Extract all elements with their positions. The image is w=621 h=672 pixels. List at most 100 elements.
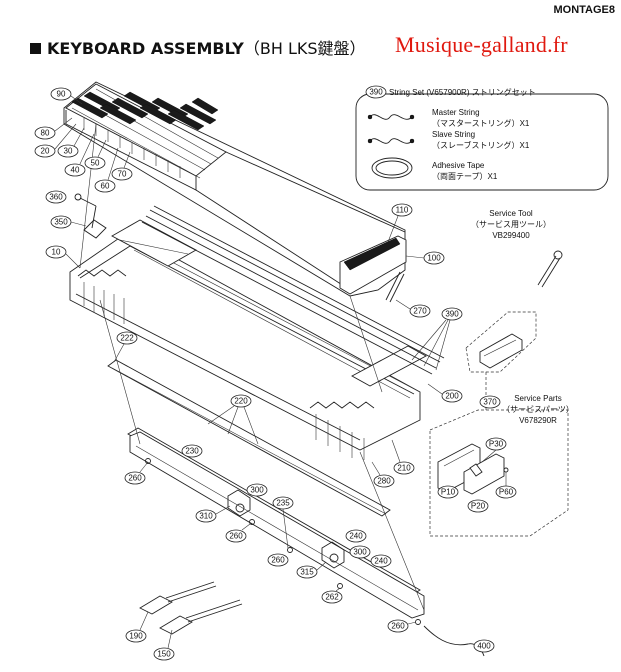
service-tool-label: Service Tool （サービス用ツール） VB299400 <box>471 209 551 240</box>
callout-240: 240 <box>370 554 392 568</box>
callout-150: 150 <box>153 647 175 661</box>
service-parts-line1: Service Parts <box>514 394 562 403</box>
svg-text:60: 60 <box>101 182 110 191</box>
svg-text:260: 260 <box>391 622 405 631</box>
callout-360: 360 <box>45 190 67 204</box>
service-tool-line2: （サービス用ツール） <box>471 220 551 229</box>
callout-400: 400 <box>473 639 495 653</box>
callout-260b: 260 <box>225 529 247 543</box>
svg-text:210: 210 <box>397 464 411 473</box>
callout-p10: P10 <box>441 488 456 497</box>
svg-text:260: 260 <box>271 556 285 565</box>
callout-20: 20 <box>34 144 56 158</box>
svg-text:80: 80 <box>41 129 50 138</box>
svg-text:110: 110 <box>396 206 409 215</box>
part-p30 <box>469 463 483 477</box>
slave-string-name: Slave String <box>432 130 475 139</box>
callout-200: 200 <box>441 389 463 403</box>
svg-text:300: 300 <box>250 486 264 495</box>
callout-40: 40 <box>64 163 86 177</box>
master-string-name: Master String <box>432 108 480 117</box>
svg-text:222: 222 <box>120 334 134 343</box>
callout-300a: 300 <box>246 483 268 497</box>
service-parts-box: P30 P10 P20 P60 370 Service Parts （サービスパ… <box>429 311 574 537</box>
svg-text:315: 315 <box>300 568 314 577</box>
service-part-top <box>479 333 523 369</box>
svg-text:10: 10 <box>52 248 61 257</box>
callout-222: 222 <box>116 331 138 345</box>
callout-230: 230 <box>181 444 203 458</box>
callout-310: 310 <box>195 509 217 523</box>
title-jp: （BH LKS鍵盤） <box>243 39 366 58</box>
callout-390-box: 390 <box>365 85 387 99</box>
cable-400 <box>423 625 485 657</box>
svg-text:150: 150 <box>157 650 171 659</box>
callout-190: 190 <box>125 629 147 643</box>
pedal-parts-group <box>139 581 243 635</box>
string-set-box: 390 String Set (V657900R) ストリングセット Maste… <box>355 85 609 191</box>
callouts: 90 80 20 30 40 50 60 70 360 350 10 110 1… <box>34 87 495 661</box>
callout-270: 270 <box>409 304 431 318</box>
svg-text:400: 400 <box>477 642 491 651</box>
svg-text:100: 100 <box>427 254 441 263</box>
callout-260a: 260 <box>124 471 146 485</box>
small-parts-group <box>74 193 107 239</box>
chassis-group <box>69 219 427 460</box>
watermark: Musique-galland.fr <box>395 32 568 57</box>
callout-70: 70 <box>111 167 133 181</box>
callout-80: 80 <box>34 126 56 140</box>
rails-group <box>141 205 445 375</box>
callout-10: 10 <box>45 245 67 259</box>
callout-390: 390 <box>441 307 463 321</box>
service-tool-line1: Service Tool <box>489 209 533 218</box>
svg-text:280: 280 <box>377 477 391 486</box>
section-title: KEYBOARD ASSEMBLY（BH LKS鍵盤） <box>30 35 366 59</box>
callout-260d: 260 <box>387 619 409 633</box>
svg-text:240: 240 <box>349 532 363 541</box>
svg-text:230: 230 <box>185 447 199 456</box>
svg-text:30: 30 <box>64 147 73 156</box>
service-parts-line2: （サービスパーツ） <box>502 405 574 414</box>
callout-315: 315 <box>296 565 318 579</box>
adhesive-tape-icon <box>371 157 413 179</box>
svg-text:190: 190 <box>129 632 143 641</box>
callout-370: 370 <box>483 398 497 407</box>
svg-text:90: 90 <box>57 90 66 99</box>
svg-text:240: 240 <box>374 557 388 566</box>
slave-string-icon <box>369 138 413 144</box>
callout-60: 60 <box>94 179 116 193</box>
service-parts-line3: V678290R <box>519 416 557 425</box>
callout-p30: P30 <box>489 440 504 449</box>
adhesive-tape-name: Adhesive Tape <box>432 161 485 170</box>
callout-220: 220 <box>230 394 252 408</box>
master-string-icon <box>369 114 413 120</box>
callout-p20: P20 <box>471 502 486 511</box>
callout-90: 90 <box>50 87 72 101</box>
svg-text:70: 70 <box>118 170 127 179</box>
page-header: MONTAGE8 KEYBOARD ASSEMBLY（BH LKS鍵盤） Mus… <box>0 0 621 60</box>
svg-text:270: 270 <box>413 307 427 316</box>
projection-lines <box>79 123 425 611</box>
callout-50: 50 <box>84 156 106 170</box>
svg-text:350: 350 <box>54 218 68 227</box>
keys-group <box>63 81 407 297</box>
svg-text:40: 40 <box>71 166 80 175</box>
callout-text: 390 <box>369 88 383 97</box>
svg-text:200: 200 <box>445 392 459 401</box>
callout-100: 100 <box>423 251 445 265</box>
title-square-icon <box>30 43 41 54</box>
svg-text:260: 260 <box>229 532 243 541</box>
lower-bar-group <box>129 431 425 619</box>
callout-260c: 260 <box>267 553 289 567</box>
model-code: MONTAGE8 <box>553 4 615 16</box>
callout-30: 30 <box>57 144 79 158</box>
service-tool-rod <box>537 250 563 288</box>
callout-224: 240 <box>345 529 367 543</box>
string-set-title: String Set (V657900R) ストリングセット <box>389 87 536 97</box>
callout-110: 110 <box>391 203 413 217</box>
svg-text:50: 50 <box>91 159 100 168</box>
adhesive-tape-jp: （両面テープ）X1 <box>432 172 498 181</box>
slave-string-jp: （スレーブストリング）X1 <box>432 140 530 150</box>
callout-262: 262 <box>321 590 343 604</box>
